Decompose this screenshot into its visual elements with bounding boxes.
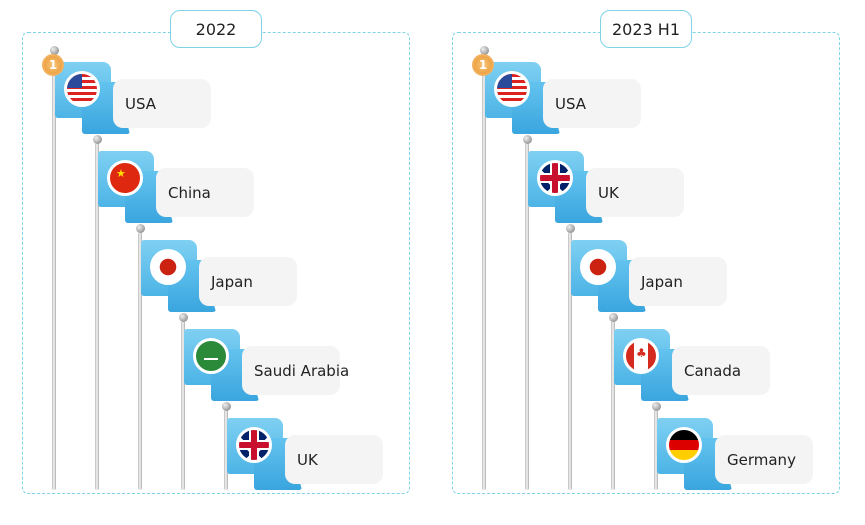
country-flag-japan-icon [150,249,186,285]
pole-ball [651,402,661,411]
rank-medal-icon: 1 [42,54,64,76]
flag-pole [224,410,228,490]
country-flag-canada-icon [623,338,659,374]
country-flag-japan-icon [580,249,616,285]
pole-ball [522,135,532,144]
country-flag-china-icon [107,160,143,196]
country-label: China [156,168,254,217]
pole-ball [479,46,489,55]
country-flag-usa-icon [64,71,100,107]
flag-pole [525,143,529,490]
flag-pole [482,54,486,490]
pole-ball [565,224,575,233]
rank-medal-icon: 1 [472,54,494,76]
flag-pole [138,232,142,490]
country-flag-uk-icon [236,427,272,463]
panel-title: 2022 [170,10,262,48]
country-label: USA [113,79,211,128]
country-label: Canada [672,346,770,395]
pole-ball [135,224,145,233]
panel-title: 2023 H1 [600,10,692,48]
country-flag-uk-icon [537,160,573,196]
pole-ball [92,135,102,144]
pole-ball [178,313,188,322]
country-flag-usa-icon [494,71,530,107]
pole-ball [49,46,59,55]
country-label: Japan [199,257,297,306]
flag-pole [611,321,615,490]
flag-pole [568,232,572,490]
country-label: UK [285,435,383,484]
country-label: USA [543,79,641,128]
pole-ball [221,402,231,411]
country-label: Japan [629,257,727,306]
flag-pole [181,321,185,490]
country-flag-germany-icon [666,427,702,463]
flag-pole [52,54,56,490]
flag-pole [95,143,99,490]
country-flag-saudi-icon [193,338,229,374]
pole-ball [608,313,618,322]
country-label: Germany [715,435,813,484]
country-label: Saudi Arabia [242,346,349,395]
country-label: UK [586,168,684,217]
flag-pole [654,410,658,490]
